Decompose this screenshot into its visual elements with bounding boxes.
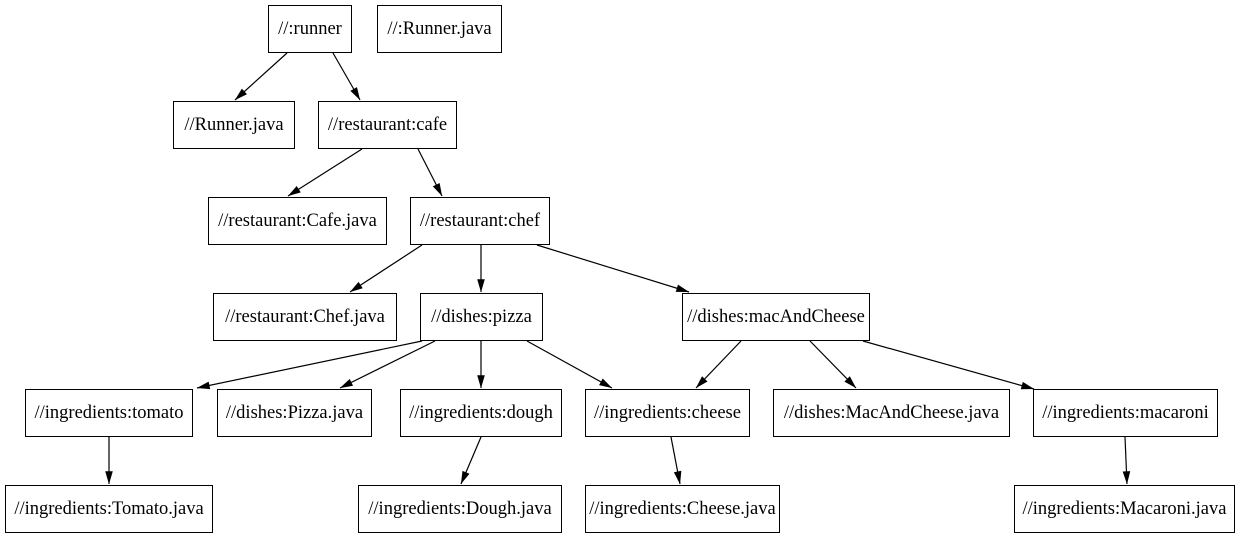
node-label: //ingredients:cheese <box>594 402 741 423</box>
graph-node-root-runner-java: //:Runner.java <box>377 5 502 53</box>
graph-node-macaroni-java: //ingredients:Macaroni.java <box>1014 485 1235 533</box>
graph-node-dough: //ingredients:dough <box>400 389 562 437</box>
node-label: //dishes:pizza <box>431 306 532 327</box>
graph-node-runner: //:runner <box>268 5 352 53</box>
edge-mac-and-cheese-to-macaroni <box>862 340 1035 390</box>
edge-pizza-to-pizza-java <box>339 340 436 389</box>
node-label: //dishes:Pizza.java <box>225 402 364 423</box>
edge-pizza-to-tomato <box>196 340 423 390</box>
node-label: //dishes:macAndCheese <box>687 306 865 327</box>
node-label: //ingredients:dough <box>409 402 553 423</box>
graph-node-pizza-java: //dishes:Pizza.java <box>217 389 372 437</box>
graph-node-mac-and-cheese-java: //dishes:MacAndCheese.java <box>773 389 1010 437</box>
edge-runner-to-cafe <box>332 52 361 101</box>
edge-chef-to-chef-java <box>349 244 423 293</box>
edge-cheese-to-cheese-java <box>670 436 682 485</box>
node-label: //ingredients:Macaroni.java <box>1022 498 1227 519</box>
edge-dough-to-dough-java <box>460 436 482 485</box>
node-label: //ingredients:Dough.java <box>368 498 552 519</box>
graph-node-pizza: //dishes:pizza <box>420 293 543 341</box>
graph-node-tomato-java: //ingredients:Tomato.java <box>5 485 213 533</box>
edge-runner-to-runner-java <box>234 52 288 101</box>
edge-mac-and-cheese-to-cheese <box>695 340 742 389</box>
graph-node-cheese-java: //ingredients:Cheese.java <box>585 485 780 533</box>
graph-node-chef: //restaurant:chef <box>410 197 550 245</box>
graph-node-runner-java: //Runner.java <box>173 101 295 149</box>
node-label: //restaurant:Chef.java <box>225 306 385 327</box>
edge-cafe-to-chef <box>417 148 443 197</box>
node-label: //restaurant:chef <box>419 210 541 231</box>
node-label: //restaurant:cafe <box>327 114 448 135</box>
edge-mac-and-cheese-to-mac-and-cheese-java <box>809 340 857 389</box>
graph-node-dough-java: //ingredients:Dough.java <box>358 485 562 533</box>
node-label: //:runner <box>278 18 342 39</box>
graph-node-cafe-java: //restaurant:Cafe.java <box>208 197 387 245</box>
edge-pizza-to-cheese <box>526 340 613 389</box>
edge-macaroni-to-macaroni-java <box>1122 436 1131 485</box>
node-label: //:Runner.java <box>387 18 492 39</box>
graph-node-cheese: //ingredients:cheese <box>585 389 750 437</box>
graph-node-tomato: //ingredients:tomato <box>25 389 193 437</box>
node-label: //dishes:MacAndCheese.java <box>783 402 1000 423</box>
graph-node-mac-and-cheese: //dishes:macAndCheese <box>682 293 870 341</box>
node-label: //Runner.java <box>184 114 284 135</box>
node-label: //ingredients:Cheese.java <box>589 498 776 519</box>
edge-chef-to-mac-and-cheese <box>536 244 690 293</box>
graph-node-macaroni: //ingredients:macaroni <box>1033 389 1218 437</box>
node-label: //ingredients:macaroni <box>1042 402 1209 423</box>
node-label: //restaurant:Cafe.java <box>218 210 377 231</box>
node-label: //ingredients:tomato <box>34 402 184 423</box>
graph-node-chef-java: //restaurant:Chef.java <box>213 293 397 341</box>
graph-node-cafe: //restaurant:cafe <box>318 101 457 149</box>
node-label: //ingredients:Tomato.java <box>14 498 204 519</box>
edge-cafe-to-cafe-java <box>287 148 363 197</box>
